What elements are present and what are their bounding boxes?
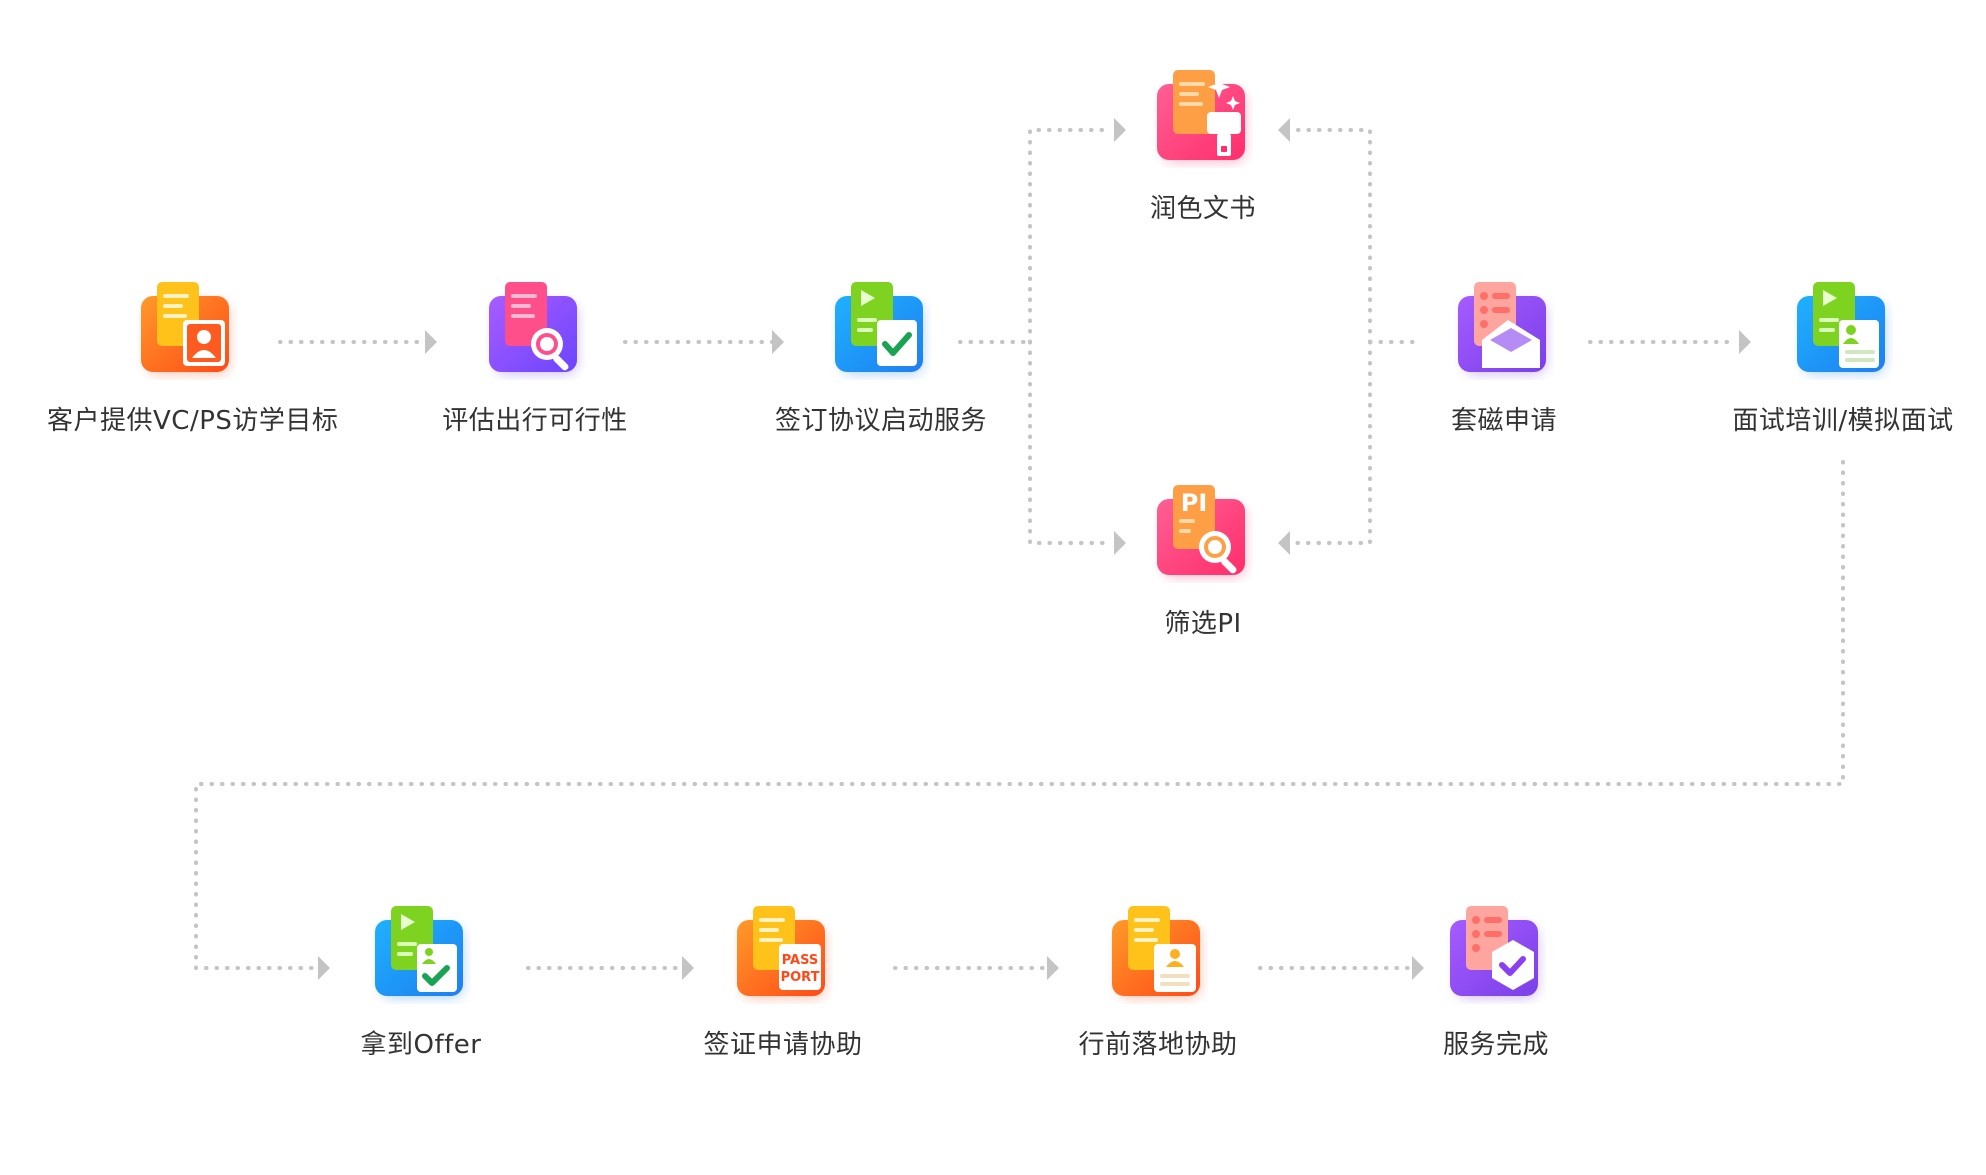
step-label: 行前落地协助 bbox=[1078, 1030, 1238, 1060]
connector-merge-s4 bbox=[1288, 128, 1372, 344]
arrow-head bbox=[772, 330, 784, 354]
arrow-head bbox=[1412, 956, 1424, 980]
arrow-head bbox=[1114, 531, 1126, 555]
arrow-head bbox=[1047, 956, 1059, 980]
connector-merge-s5 bbox=[1288, 340, 1372, 545]
connector-branch-s5 bbox=[1028, 340, 1114, 545]
arrow-head bbox=[318, 956, 330, 980]
svg-text:PI: PI bbox=[1181, 489, 1208, 517]
step-label: 面试培训/模拟面试 bbox=[1732, 406, 1954, 436]
step-s9: PASS PORT 签证申请协助 bbox=[643, 904, 923, 1061]
step-s1: 客户提供VC/PS访学目标 bbox=[47, 280, 339, 437]
step-s10: 行前落地协助 bbox=[1018, 904, 1298, 1061]
arrow-head bbox=[682, 956, 694, 980]
document-mail-icon bbox=[1454, 280, 1554, 380]
arrow-head bbox=[1739, 330, 1751, 354]
step-label: 套磁申请 bbox=[1450, 406, 1557, 436]
arrow-head bbox=[425, 330, 437, 354]
arrow-head bbox=[1278, 531, 1290, 555]
offer-check-icon bbox=[371, 904, 471, 1004]
step-s8: 拿到Offer bbox=[281, 904, 561, 1061]
step-s2: 评估出行可行性 bbox=[395, 280, 675, 437]
shield-check-icon bbox=[1446, 904, 1546, 1004]
document-polish-icon bbox=[1153, 68, 1253, 168]
step-s5: PI 筛选PI bbox=[1063, 483, 1343, 640]
svg-text:PORT: PORT bbox=[781, 970, 820, 985]
pi-search-icon: PI bbox=[1153, 483, 1253, 583]
document-id-icon bbox=[1108, 904, 1208, 1004]
step-s7: 面试培训/模拟面试 bbox=[1703, 280, 1983, 437]
document-check-icon bbox=[831, 280, 931, 380]
step-s4: 润色文书 bbox=[1063, 68, 1343, 225]
step-label: 签订协议启动服务 bbox=[774, 406, 987, 436]
step-s3: 签订协议启动服务 bbox=[741, 280, 1021, 437]
step-label: 签证申请协助 bbox=[703, 1030, 863, 1060]
step-label: 润色文书 bbox=[1149, 194, 1256, 224]
document-profile-icon bbox=[1793, 280, 1893, 380]
document-search-icon bbox=[485, 280, 585, 380]
step-s11: 服务完成 bbox=[1356, 904, 1636, 1061]
step-label: 客户提供VC/PS访学目标 bbox=[47, 406, 339, 436]
connector-s7-s8 bbox=[194, 460, 1845, 970]
svg-text:PASS: PASS bbox=[782, 953, 819, 968]
passport-icon: PASS PORT bbox=[733, 904, 833, 1004]
document-user-icon bbox=[137, 280, 237, 380]
step-label: 评估出行可行性 bbox=[442, 406, 628, 436]
step-s6: 套磁申请 bbox=[1364, 280, 1644, 437]
step-label: 服务完成 bbox=[1442, 1030, 1549, 1060]
arrow-head bbox=[1114, 118, 1126, 142]
arrow-head bbox=[1278, 118, 1290, 142]
step-label: 拿到Offer bbox=[360, 1030, 482, 1060]
step-label: 筛选PI bbox=[1164, 609, 1242, 639]
connector-branch-s4 bbox=[1028, 128, 1114, 344]
